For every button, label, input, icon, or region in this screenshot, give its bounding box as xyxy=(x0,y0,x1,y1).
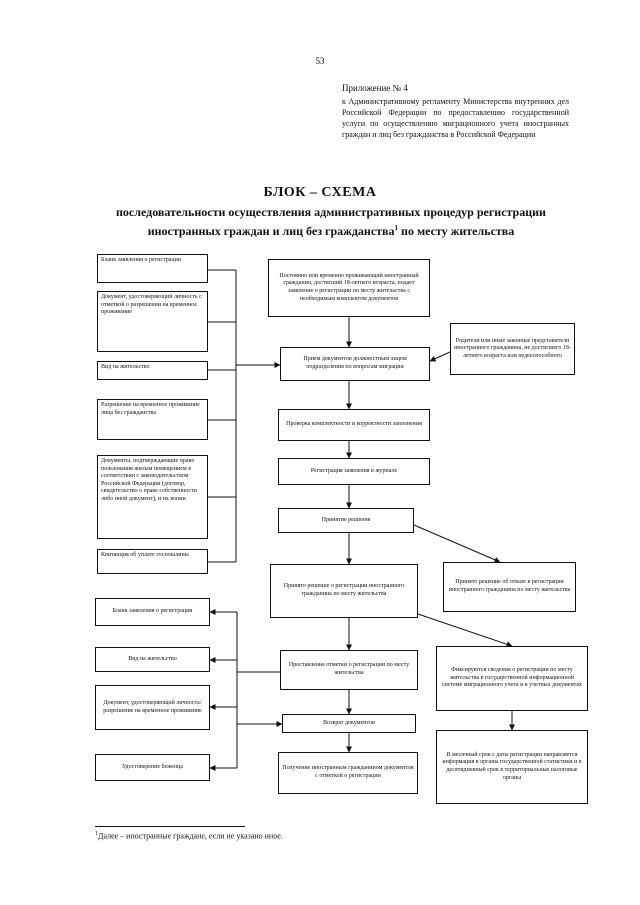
diagram-subtitle: последовательности осуществления админис… xyxy=(100,204,562,239)
page-number: 53 xyxy=(315,56,325,66)
doc-housing-rights: Документы, подтверждающие право пользова… xyxy=(97,455,208,539)
step-reception: Прием документов должностным лицом подра… xyxy=(280,347,430,381)
step-decision: Принятие решения xyxy=(278,508,414,533)
footnote: 1Далее – иностранные граждане, если не у… xyxy=(95,831,283,841)
step-return-documents: Возврат документов xyxy=(282,714,416,733)
parents-representatives: Родители или иные законные представители… xyxy=(450,323,575,375)
decision-registration-granted: Принято решение о регистрации иностранно… xyxy=(270,564,418,618)
doc-identity-temp-residence: Документ, удостоверяющий личность с отме… xyxy=(97,291,208,352)
step-journal-registration: Регистрация заявления в журнале xyxy=(278,458,430,485)
subtitle-text: последовательности осуществления админис… xyxy=(116,205,546,238)
return-refugee-certificate: Удостоверение беженца xyxy=(95,754,210,781)
diagram-title: БЛОК – СХЕМА xyxy=(263,185,377,200)
doc-stateless-permit: Разрешение на временное проживание лица … xyxy=(97,399,208,440)
step-notify-authorities: В месячный срок с даты регистрации напра… xyxy=(436,730,588,804)
step-applicant-submits: Постоянно или временно проживающий иност… xyxy=(268,259,430,317)
step-receive-documents: Получение иностранным гражданином докуме… xyxy=(278,752,418,794)
appendix-body: к Административному регламенту Министерс… xyxy=(342,97,569,139)
doc-residence-permit: Вид на жительство xyxy=(97,361,208,380)
doc-fee-receipt: Квитанция об уплате госпошлины xyxy=(97,549,208,574)
footnote-mark: 1 xyxy=(95,831,98,837)
appendix-title: Приложение № 4 xyxy=(342,83,408,93)
return-residence-permit: Вид на жительство xyxy=(95,647,210,672)
decision-registration-refused: Принято решение об отказе в регистрации … xyxy=(443,562,576,612)
subtitle-tail: по месту жительства xyxy=(398,224,515,238)
doc-application-form: Бланк заявления о регистрации xyxy=(97,254,208,283)
footnote-text: Далее – иностранные граждане, если не ук… xyxy=(98,831,283,841)
footnote-ref: 1 xyxy=(394,224,399,232)
return-application-form: Бланк заявления о регистрации xyxy=(95,598,210,626)
step-completeness-check: Проверка комплектности и корректности за… xyxy=(278,409,430,441)
footnote-divider xyxy=(95,826,245,827)
step-registration-mark: Проставление отметки о регистрации по ме… xyxy=(280,650,418,690)
return-identity-document: Документ, удостоверяющий личность/разреш… xyxy=(95,685,210,730)
step-record-in-system: Фиксируются сведения о регистрации по ме… xyxy=(436,646,588,711)
